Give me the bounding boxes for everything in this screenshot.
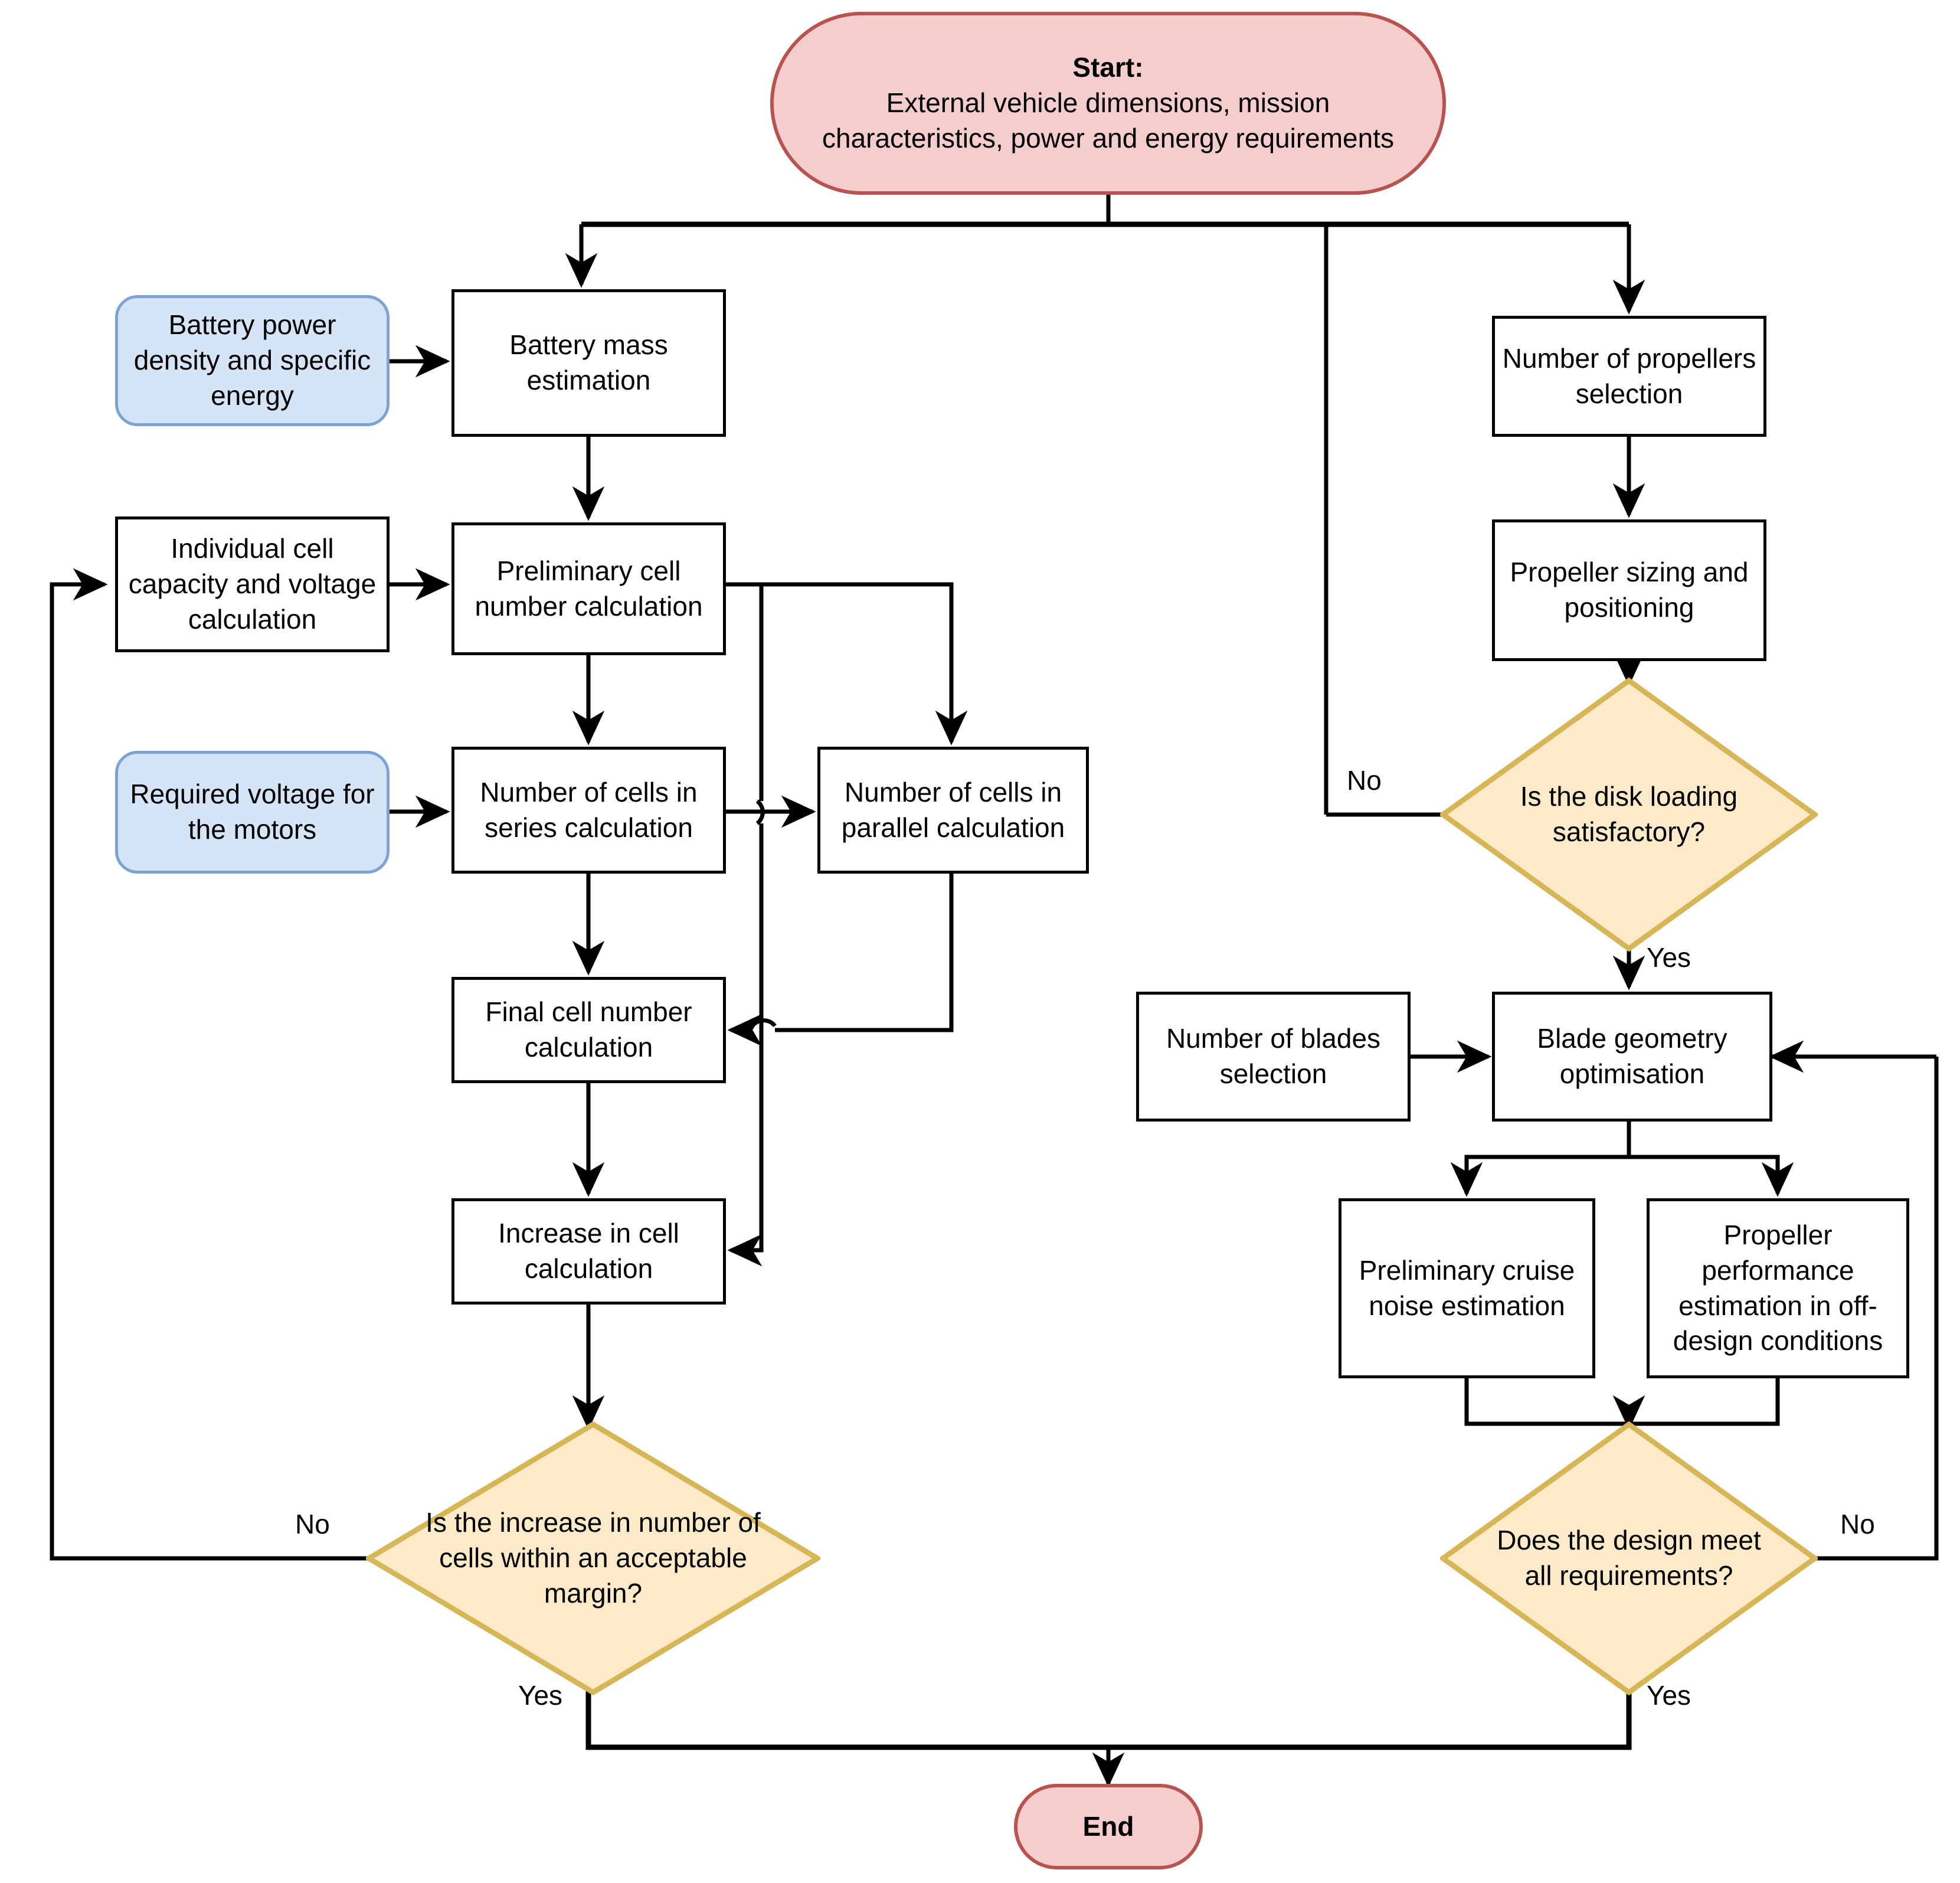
input-battery-power-density-label: Battery power density and specific energ…	[133, 309, 371, 411]
process-preliminary-cell-number[interactable]: Preliminary cell number calculation	[451, 522, 726, 655]
start-line3: characteristics, power and energy requir…	[822, 122, 1394, 153]
decision-cells-margin[interactable]: Is the increase in number of cells withi…	[366, 1421, 820, 1695]
process-cruise-noise-label: Preliminary cruise noise estimation	[1359, 1254, 1575, 1321]
edge-label-disk-loading-yes: Yes	[1647, 942, 1691, 973]
decision-disk-loading-label: Is the disk loading satisfactory?	[1520, 781, 1738, 847]
process-preliminary-cell-number-label: Preliminary cell number calculation	[475, 555, 703, 622]
wire-prelim-riser-to-increase	[727, 823, 764, 1267]
process-propeller-performance-label: Propeller performance estimation in off-…	[1673, 1219, 1883, 1356]
process-blade-geometry[interactable]: Blade geometry optimisation	[1492, 992, 1772, 1122]
decision-requirements-label: Does the design meet all requirements?	[1497, 1525, 1761, 1591]
start-terminator-text: Start: External vehicle dimensions, miss…	[822, 50, 1394, 156]
decision-requirements[interactable]: Does the design meet all requirements?	[1440, 1421, 1818, 1695]
edge-label-disk-loading-no: No	[1347, 765, 1382, 796]
process-cells-in-series[interactable]: Number of cells in series calculation	[451, 747, 726, 874]
input-required-voltage-label: Required voltage for the motors	[130, 779, 375, 845]
edge-label-requirements-no: No	[1840, 1509, 1875, 1539]
process-blade-geometry-label: Blade geometry optimisation	[1537, 1023, 1727, 1089]
decision-cells-margin-label: Is the increase in number of cells withi…	[426, 1507, 761, 1609]
diamond-shape	[1440, 1421, 1818, 1695]
wire-requirements-no-loop	[1812, 1057, 1939, 1561]
process-individual-cell-label: Individual cell capacity and voltage cal…	[128, 533, 377, 635]
wire-merge-propeller-subs	[1464, 1378, 1780, 1426]
edge-label-cells-no: No	[295, 1509, 330, 1539]
input-battery-power-density[interactable]: Battery power density and specific energ…	[115, 295, 390, 426]
process-blades-number-label: Number of blades selection	[1166, 1023, 1381, 1089]
wire-requirements-yes	[1108, 1689, 1632, 1750]
process-battery-mass-estimation[interactable]: Battery mass estimation	[451, 289, 726, 437]
wire-cells-no-loop	[50, 568, 392, 1561]
process-individual-cell[interactable]: Individual cell capacity and voltage cal…	[115, 516, 390, 652]
process-final-cell-number-label: Final cell number calculation	[485, 996, 692, 1063]
start-title: Start:	[1072, 52, 1144, 83]
process-increase-in-cell[interactable]: Increase in cell calculation	[451, 1198, 726, 1305]
decision-disk-loading[interactable]: Is the disk loading satisfactory?	[1440, 678, 1818, 952]
wire-cells-yes	[585, 1689, 1108, 1750]
diamond-shape	[366, 1421, 820, 1695]
wire-prelim-to-parallel	[726, 582, 968, 746]
process-cells-in-parallel-label: Number of cells in parallel calculation	[841, 776, 1065, 843]
process-propellers-number[interactable]: Number of propellers selection	[1492, 316, 1766, 437]
input-required-voltage[interactable]: Required voltage for the motors	[115, 751, 390, 874]
process-cells-in-parallel[interactable]: Number of cells in parallel calculation	[817, 747, 1089, 874]
end-terminator[interactable]: End	[1014, 1784, 1203, 1869]
process-cruise-noise[interactable]: Preliminary cruise noise estimation	[1339, 1198, 1595, 1378]
start-line2: External vehicle dimensions, mission	[886, 87, 1330, 119]
edge-label-cells-yes: Yes	[518, 1680, 563, 1711]
process-propeller-sizing[interactable]: Propeller sizing and positioning	[1492, 519, 1766, 661]
wire-blade-to-performance	[1629, 1155, 1794, 1197]
process-battery-mass-estimation-label: Battery mass estimation	[509, 329, 668, 395]
process-blades-number[interactable]: Number of blades selection	[1136, 992, 1411, 1122]
wire-jump-final-riser	[751, 1018, 777, 1028]
process-propellers-number-label: Number of propellers selection	[1502, 342, 1756, 409]
wire-blade-to-noise	[1450, 1122, 1631, 1197]
wire-parallel-to-final-a	[775, 874, 954, 1032]
process-propeller-performance[interactable]: Propeller performance estimation in off-…	[1647, 1198, 1909, 1378]
process-increase-in-cell-label: Increase in cell calculation	[498, 1218, 679, 1284]
process-cells-in-series-label: Number of cells in series calculation	[480, 776, 698, 843]
end-terminator-label: End	[1082, 1810, 1134, 1842]
process-final-cell-number[interactable]: Final cell number calculation	[451, 977, 726, 1083]
process-propeller-sizing-label: Propeller sizing and positioning	[1510, 557, 1749, 623]
edge-label-requirements-yes: Yes	[1647, 1680, 1691, 1711]
diamond-shape	[1440, 678, 1818, 952]
start-terminator[interactable]: Start: External vehicle dimensions, miss…	[770, 12, 1446, 195]
